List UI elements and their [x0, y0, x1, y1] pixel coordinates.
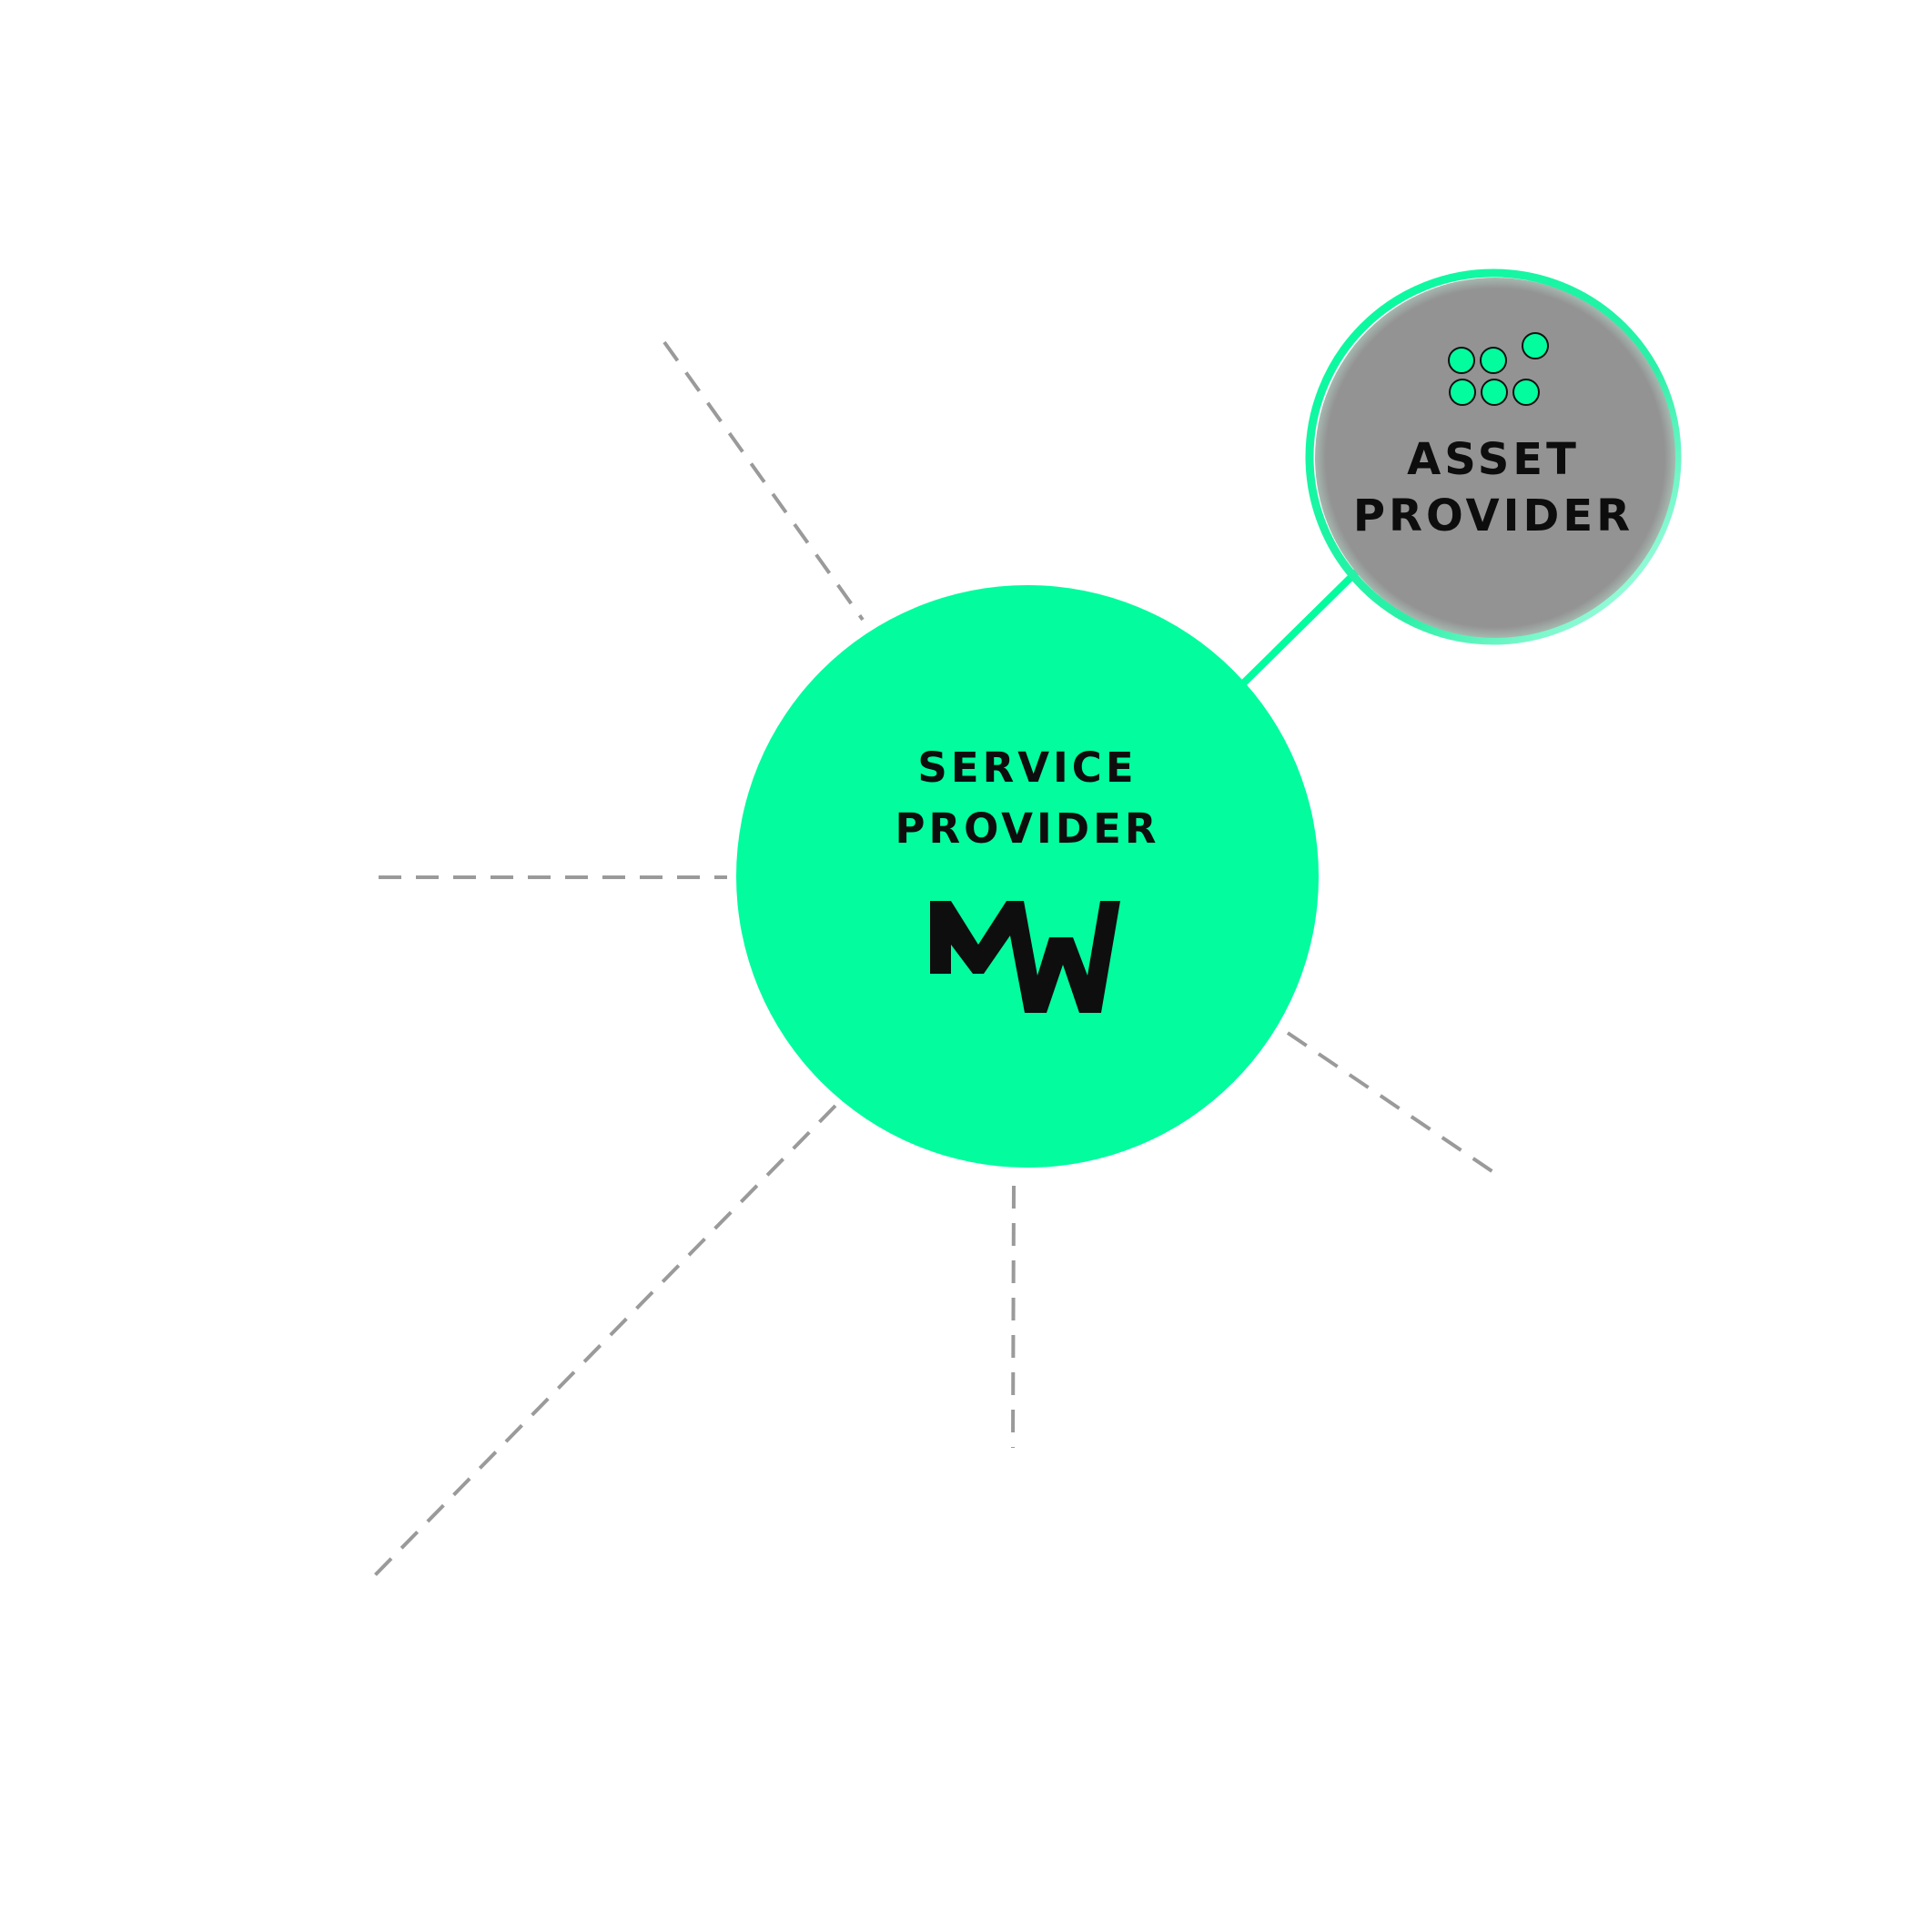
asset-provider-node[interactable] — [1315, 278, 1675, 638]
service-provider-label-line1: SERVICE — [917, 743, 1138, 792]
asset-provider-label-line2: PROVIDER — [1352, 491, 1634, 541]
dashed-connector-bottom-right — [1286, 1031, 1495, 1174]
dots-grid-icon — [1448, 332, 1549, 406]
dashed-connector-bottom — [1011, 1185, 1016, 1449]
dashed-connector-bottom-left — [371, 1104, 837, 1579]
asset-provider-label-line1: ASSET — [1407, 434, 1580, 485]
asset-provider-ring — [1305, 268, 1682, 645]
asset-connector-line — [1235, 565, 1363, 692]
dashed-connector-top-left — [663, 340, 865, 622]
service-provider-node[interactable] — [736, 585, 1319, 1168]
mw-logo-icon — [930, 901, 1120, 1013]
service-provider-label-line2: PROVIDER — [895, 804, 1160, 853]
